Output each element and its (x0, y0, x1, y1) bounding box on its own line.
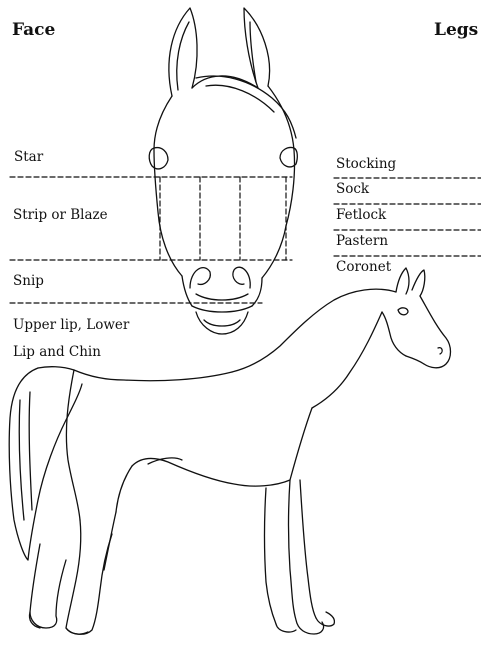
head-muzzle-right (252, 278, 262, 306)
body-belly (132, 408, 312, 486)
body-hind-leg-near (66, 520, 112, 634)
body-front-hoof-far (316, 612, 334, 626)
head-upper-lip (192, 306, 252, 312)
body-front-hoof-near (276, 624, 296, 632)
head-left-outline (154, 96, 182, 276)
body-nostril (438, 348, 442, 354)
body-neck-under (312, 312, 382, 408)
head-left-ear (169, 8, 197, 96)
head-chin (204, 320, 240, 326)
head-left-eye (149, 148, 168, 169)
head-left-ear-inner (177, 22, 189, 90)
body-neck-crest (232, 289, 396, 372)
body-stifle (116, 466, 132, 512)
body-eye (398, 308, 408, 315)
head-lower-lip (196, 312, 248, 334)
horse-side-view (9, 268, 450, 634)
leg-guide-lines (334, 178, 481, 256)
body-front-leg-far (300, 480, 316, 618)
head-nose-line (196, 294, 248, 300)
horse-head-front (149, 8, 297, 334)
body-back (38, 367, 232, 381)
body-hind-leg-far (30, 544, 66, 628)
head-right-nostril (233, 267, 250, 288)
body-face-profile (420, 296, 451, 368)
body-hindquarter (66, 370, 80, 520)
body-tail-hair-1 (19, 400, 24, 520)
body-ear-back (412, 270, 425, 296)
body-hind-leg-near-back (104, 512, 116, 570)
head-forelock-2 (206, 85, 274, 112)
head-left-nostril (190, 268, 210, 288)
body-front-leg-near-back (265, 488, 277, 624)
body-hind-hoof-near (66, 628, 88, 634)
body-mouth (406, 356, 424, 364)
body-tail-hair-2 (29, 392, 32, 510)
body-ear-front (396, 268, 409, 294)
head-right-ear (244, 8, 270, 88)
body-jaw (382, 312, 406, 356)
head-right-outline (262, 86, 295, 278)
